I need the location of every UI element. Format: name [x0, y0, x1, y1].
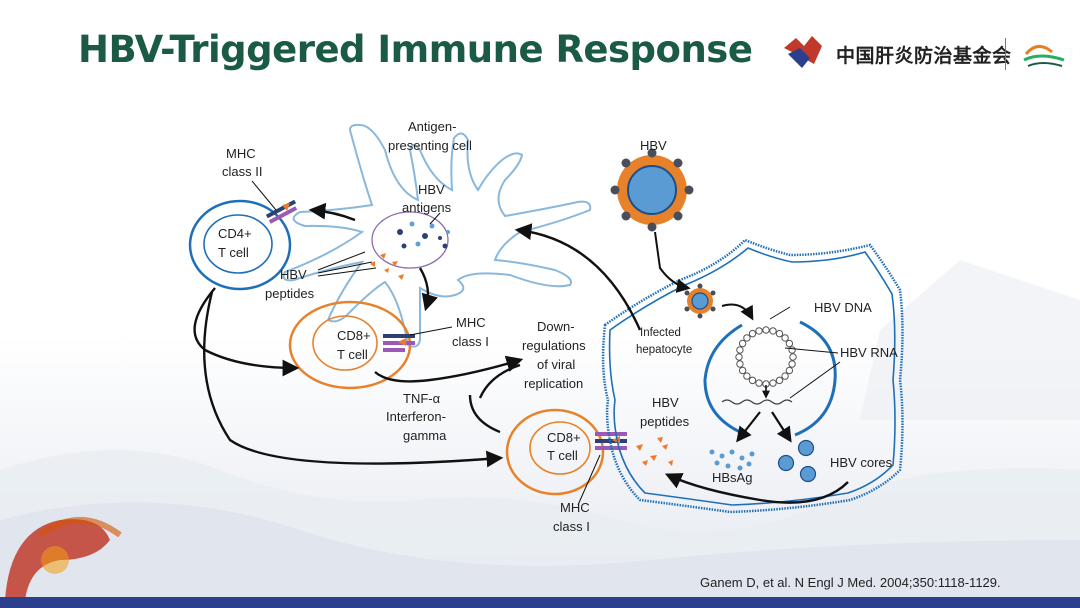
dna-bead: [743, 372, 751, 380]
hbv-peptides-label-1: HBV: [280, 267, 307, 282]
hepatocyte-membrane-inner: [608, 247, 896, 506]
hbsag-particles: [709, 449, 755, 471]
pathway-arrows: [193, 202, 849, 504]
hbv-dna-beads: [735, 326, 797, 388]
hbv-rna-label: HBV RNA: [840, 345, 898, 360]
mhc-class-ii-receptor: [265, 199, 298, 224]
cd8a-label-1: CD8+: [337, 328, 371, 343]
hbsag-label: HBsAg: [712, 470, 752, 485]
bottom-bar: [0, 597, 1080, 608]
cd4-label-1: CD4+: [218, 226, 252, 241]
dna-bead: [785, 366, 794, 375]
pointer-lines: [251, 180, 841, 506]
dna-bead: [738, 366, 747, 375]
hbv-virion: [610, 148, 694, 232]
hbv-antigens-label-1: HBV: [418, 182, 445, 197]
dna-bead: [735, 353, 743, 361]
downreg-label-1: Down-: [537, 319, 575, 334]
hbv-virion-entering: [684, 283, 716, 319]
dna-bead: [769, 379, 777, 387]
mhc1b-label-1: MHC: [560, 500, 590, 515]
apc-peptides: [370, 253, 404, 280]
dna-bead: [755, 327, 763, 335]
downreg-label-2: regulations: [522, 338, 586, 353]
hbv-antigens-label-2: antigens: [402, 200, 452, 215]
hbv-core-particles: [777, 439, 817, 483]
apc-vacuole: [371, 211, 449, 269]
hbv-label: HBV: [640, 138, 667, 153]
hbv-cores-label: HBV cores: [830, 455, 893, 470]
downreg-label-4: replication: [524, 376, 583, 391]
cd8b-label-2: T cell: [547, 448, 578, 463]
dna-bead: [785, 339, 794, 348]
foundation-logo: [784, 36, 1065, 68]
apc-label-1: Antigen-: [408, 119, 456, 134]
dna-bead: [781, 372, 789, 380]
dna-bead: [738, 339, 747, 348]
dna-bead: [755, 379, 763, 387]
dna-bead: [736, 360, 744, 368]
dna-bead: [789, 353, 797, 361]
downreg-label-3: of viral: [537, 357, 575, 372]
hepatocyte-nucleus: [703, 320, 837, 437]
mhc-class-i-receptor-upper: [383, 334, 415, 352]
mhc2-label-1: MHC: [226, 146, 256, 161]
antigen-presenting-cell: [282, 123, 592, 348]
mhc1b-label-2: class I: [553, 519, 590, 534]
tnf-label-3: gamma: [403, 428, 447, 443]
dna-bead: [743, 334, 751, 342]
dna-bead: [762, 326, 770, 334]
hbv-antigen-dots: [397, 221, 450, 249]
dna-bead: [775, 329, 784, 338]
apc-label-2: presenting cell: [388, 138, 472, 153]
tnf-label-1: TNF-α: [403, 391, 441, 406]
cd8-t-cell-lower: [505, 408, 605, 496]
logo-divider: [1005, 38, 1006, 70]
logo-text: 中国肝炎防治基金会: [836, 45, 1012, 67]
hbv-peptides2-label-1: HBV: [652, 395, 679, 410]
hbv-rna-strand: [721, 399, 793, 405]
mhc1a-label-1: MHC: [456, 315, 486, 330]
cd4-t-cell: [188, 199, 292, 291]
hbv-peptides-label-2: peptides: [265, 286, 315, 301]
mhc2-label-2: class II: [222, 164, 262, 179]
infected-label-2: hepatocyte: [636, 344, 692, 356]
infected-label-1: Infected: [640, 327, 681, 339]
cd4-label-2: T cell: [218, 245, 249, 260]
dna-bead: [775, 376, 784, 385]
dna-bead: [788, 360, 796, 368]
dna-bead: [781, 334, 789, 342]
dna-bead: [769, 327, 777, 335]
hepatocyte-peptides: [636, 437, 673, 466]
dna-bead: [748, 376, 757, 385]
citation: Ganem D, et al. N Engl J Med. 2004;350:1…: [700, 575, 1001, 590]
dna-bead: [748, 329, 757, 338]
tnf-label-2: Interferon-: [386, 409, 446, 424]
hbv-dna-label: HBV DNA: [814, 300, 872, 315]
slide-title: HBV-Triggered Immune Response: [78, 28, 753, 71]
cd8b-label-1: CD8+: [547, 430, 581, 445]
cd8a-label-2: T cell: [337, 347, 368, 362]
hepatocyte-membrane: [601, 238, 904, 514]
hbv-peptides2-label-2: peptides: [640, 414, 690, 429]
dna-bead: [788, 346, 796, 354]
dna-bead: [736, 346, 744, 354]
mhc1a-label-2: class I: [452, 334, 489, 349]
